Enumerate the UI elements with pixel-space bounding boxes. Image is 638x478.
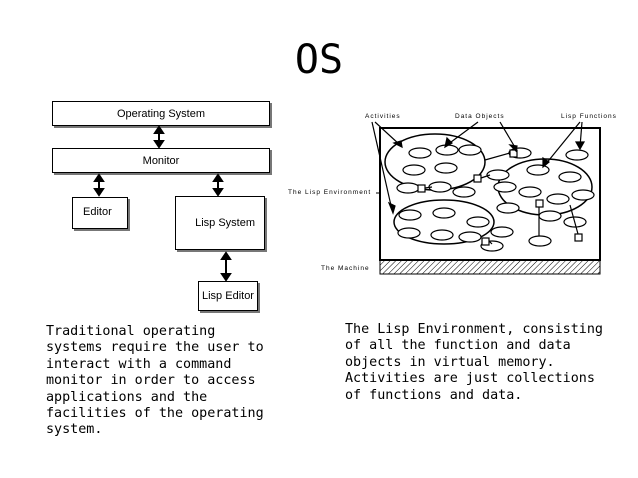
data-object [490,226,514,238]
data-object [458,144,482,156]
activities-label: Activities [365,113,401,120]
lisp-function [473,174,482,183]
data-object [432,207,456,219]
data-object [408,147,432,159]
left-caption: Traditional operating systems require th… [46,324,264,438]
lisp-functions-label: Lisp Functions [561,113,617,120]
data-objects [396,144,595,252]
data-object [396,182,420,194]
lisp-system-box: Lisp System [175,196,265,250]
operating-system-box: Operating System [52,101,270,126]
monitor-box: Monitor [52,148,270,173]
data-object [538,210,562,222]
data-objects-label: Data Objects [455,113,505,120]
lisp-functions [417,149,583,246]
activity-ellipse [393,199,495,245]
lisp-editor-label: Lisp Editor [202,290,254,302]
monitor-label: Monitor [142,155,180,167]
data-object [430,229,454,241]
lisp-function [481,237,490,246]
editor-label: Editor [83,206,112,218]
data-object [571,189,595,201]
data-object [546,193,570,205]
lisp-system-label: Lisp System [195,217,255,229]
lisp-function [574,233,583,242]
data-object [486,169,510,181]
data-object [528,235,552,247]
data-object [493,181,517,193]
data-object [402,164,426,176]
lisp-function [417,184,426,193]
operating-system-label: Operating System [116,108,206,120]
machine-base [379,259,601,275]
callout-arrows [371,121,586,215]
right-caption: The Lisp Environment, consisting of all … [345,322,603,403]
data-object [434,162,458,174]
machine-label: The Machine [321,265,370,272]
data-object [397,227,421,239]
lisp-environment-box [379,127,601,261]
editor-box: Editor [72,197,128,229]
data-object [398,209,422,221]
data-object [558,171,582,183]
data-object [496,202,520,214]
data-object [458,231,482,243]
data-object [526,164,550,176]
data-object [452,186,476,198]
function-links [424,152,579,245]
data-object [565,149,589,161]
data-object [518,186,542,198]
slide-title: OS [294,37,344,83]
lisp-function [535,199,544,208]
lisp-environment-label: The Lisp Environment [288,189,372,196]
data-object [428,181,452,193]
data-object [466,216,490,228]
